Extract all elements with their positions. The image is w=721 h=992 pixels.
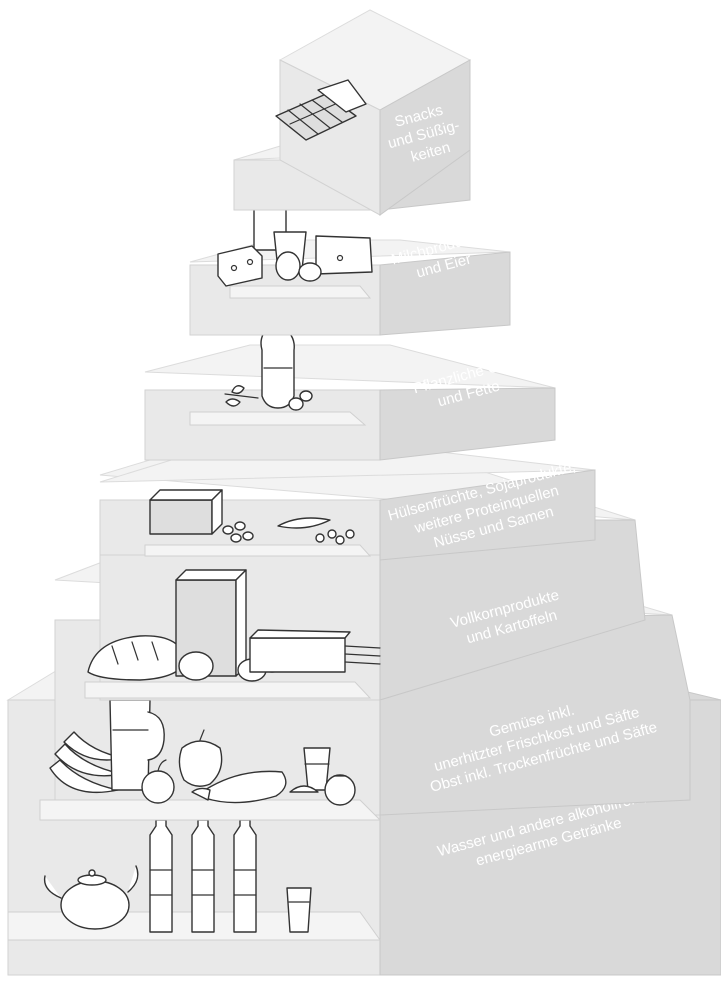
teapot-icon xyxy=(43,865,139,930)
apple-icon xyxy=(141,759,175,804)
eggplant-icon xyxy=(191,770,287,804)
water-glass-icon xyxy=(286,887,312,933)
tier-oils-fats: Pflanzliche Öle und Fette xyxy=(144,309,556,461)
bell-pepper-icon xyxy=(178,729,223,787)
pasta-pack-icon xyxy=(249,629,381,673)
chocolate-bar-icon xyxy=(275,79,367,141)
eggs-icon xyxy=(275,251,322,282)
peapod-icon xyxy=(277,517,355,545)
water-bottles-icon xyxy=(149,819,257,933)
svg-text:Snacks und Süßig-: Snacks und Süßig- keiten xyxy=(381,97,470,170)
olive-branch-icon xyxy=(224,385,313,411)
tier-legumes-proteins: Hülsenfrüchte, Sojaprodukte, weitere Pro… xyxy=(99,444,596,561)
tier-snacks-sweets: Snacks und Süßig- keiten xyxy=(233,9,472,216)
tier-dairy-eggs: Milchprodukte und Eier xyxy=(189,169,511,336)
cheese-icon xyxy=(217,235,373,287)
tomato-icon xyxy=(289,774,356,806)
tofu-block-icon xyxy=(149,489,223,535)
beans-icon xyxy=(222,521,254,543)
